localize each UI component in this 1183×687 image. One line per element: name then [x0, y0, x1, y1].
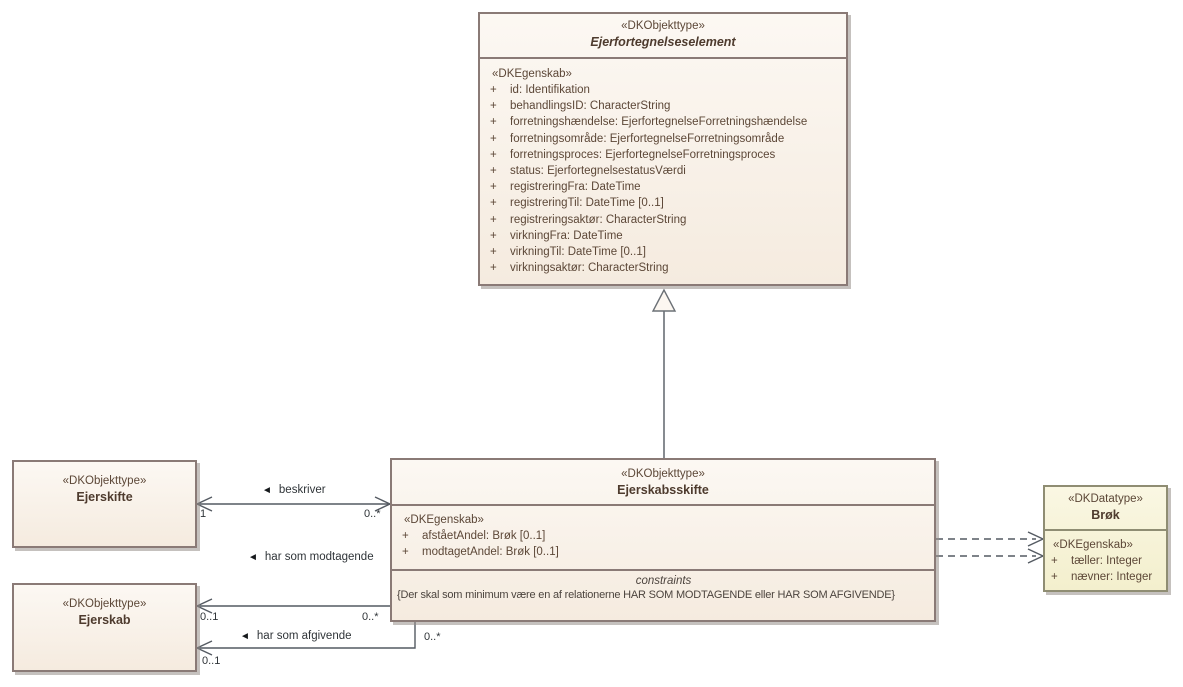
visibility-marker: + — [402, 530, 409, 542]
class-stereotype: «DKObjekttype» — [62, 475, 147, 487]
class-broek: «DKDatatype» Brøk «DKEgenskab» + tæller: … — [1043, 485, 1168, 592]
class-name: Ejerskifte — [76, 490, 133, 504]
visibility-marker: + — [490, 229, 497, 242]
multiplicity-beskriver-target: 0..* — [364, 508, 381, 520]
direction-arrow-icon: ◄ — [262, 485, 272, 496]
attribute-text: virkningFra: DateTime — [510, 229, 623, 242]
attribute-row: + forretningsområde: EjerfortegnelseForre… — [488, 131, 840, 147]
attribute-list: + afståetAndel: Brøk [0..1] + modtagetAndel… — [400, 528, 928, 560]
attribute-text: tæller: Integer — [1071, 555, 1142, 567]
attribute-text: forretningshændelse: EjerfortegnelseForr… — [510, 116, 808, 129]
attribute-row: + forretningshændelse: EjerfortegnelseFor… — [488, 114, 840, 130]
class-header: «DKObjekttype» Ejerfortegnelseselement — [480, 14, 846, 59]
generalization-arrow — [651, 288, 677, 458]
dependency-afstaaetandel-arrowhead — [1027, 531, 1045, 547]
class-header: «DKDatatype» Brøk — [1045, 487, 1166, 531]
visibility-marker: + — [490, 213, 497, 226]
visibility-marker: + — [1051, 571, 1058, 584]
attribute-row: + forretningsproces: EjerfortegnelseForre… — [488, 147, 840, 163]
visibility-marker: + — [490, 165, 497, 178]
visibility-marker: + — [490, 100, 497, 113]
visibility-marker: + — [490, 262, 497, 275]
class-ejerskab: «DKObjekttype» Ejerskab — [12, 583, 197, 672]
attribute-row: + id: Identifikation — [488, 82, 840, 98]
class-ejerskabsskifte: «DKObjekttype» Ejerskabsskifte «DKEgensk… — [390, 458, 936, 622]
multiplicity-modtagende-source: 0..1 — [200, 611, 219, 623]
class-name: Brøk — [1091, 508, 1120, 522]
attributes-compartment: «DKEgenskab» + id: Identifikation + behandl… — [480, 59, 846, 276]
attribute-row: + tæller: Integer — [1049, 553, 1164, 569]
attribute-stereotype: «DKEgenskab» — [492, 68, 572, 80]
association-label-text: har som afgivende — [256, 630, 352, 642]
attributes-compartment: «DKEgenskab» + tæller: Integer + nævner: In… — [1045, 531, 1166, 585]
class-name: Ejerfortegnelseselement — [590, 35, 736, 49]
class-header: «DKObjekttype» Ejerskifte — [14, 462, 195, 546]
constraints-compartment: constraints {Der skal som minimum være e… — [392, 569, 934, 618]
attribute-row: + virkningTil: DateTime [0..1] — [488, 244, 840, 260]
attribute-text: behandlingsID: CharacterString — [510, 100, 671, 113]
multiplicity-modtagende-target: 0..* — [362, 611, 379, 623]
constraints-title: constraints — [635, 575, 692, 587]
class-stereotype: «DKDatatype» — [1068, 493, 1143, 505]
association-beskriver-line — [195, 496, 392, 512]
visibility-marker: + — [402, 546, 409, 559]
class-stereotype: «DKObjekttype» — [621, 20, 705, 32]
visibility-marker: + — [490, 181, 497, 194]
visibility-marker: + — [490, 116, 497, 129]
attribute-text: forretningsproces: EjerfortegnelseForret… — [510, 148, 776, 161]
direction-arrow-icon: ◄ — [240, 631, 250, 642]
class-stereotype: «DKObjekttype» — [62, 598, 147, 610]
constraints-text: {Der skal som minimum være en af relatio… — [397, 589, 895, 601]
attribute-text: registreringsaktør: CharacterString — [510, 213, 687, 226]
multiplicity-afgivende-source: 0..1 — [202, 655, 221, 667]
attribute-text: virkningsaktør: CharacterString — [510, 262, 669, 275]
attribute-row: + nævner: Integer — [1049, 569, 1164, 585]
attribute-row: + virkningsaktør: CharacterString — [488, 260, 840, 276]
attribute-stereotype: «DKEgenskab» — [1053, 539, 1133, 551]
class-header: «DKObjekttype» Ejerskabsskifte — [392, 460, 934, 506]
attribute-text: forretningsområde: EjerfortegnelseForret… — [510, 132, 785, 145]
attribute-text: id: Identifikation — [510, 84, 590, 96]
class-header: «DKObjekttype» Ejerskab — [14, 585, 195, 670]
attribute-row: + virkningFra: DateTime — [488, 228, 840, 244]
attribute-row: + afståetAndel: Brøk [0..1] — [400, 528, 928, 544]
class-name: Ejerskab — [78, 613, 131, 627]
visibility-marker: + — [490, 246, 497, 259]
visibility-marker: + — [490, 84, 497, 96]
class-stereotype: «DKObjekttype» — [621, 468, 705, 480]
class-ejerfortegnelseselement: «DKObjekttype» Ejerfortegnelseselement «… — [478, 12, 848, 286]
attribute-row: + status: EjerfortegnelsestatusVærdi — [488, 163, 840, 179]
attribute-row: + registreringsaktør: CharacterString — [488, 212, 840, 228]
visibility-marker: + — [490, 132, 497, 145]
association-label-beskriver: ◄ beskriver — [262, 484, 326, 496]
attribute-stereotype: «DKEgenskab» — [404, 514, 484, 526]
attribute-text: registreringTil: DateTime [0..1] — [510, 197, 664, 210]
attribute-text: virkningTil: DateTime [0..1] — [510, 246, 646, 259]
attribute-text: status: EjerfortegnelsestatusVærdi — [510, 165, 686, 178]
visibility-marker: + — [1051, 555, 1058, 567]
class-ejerskifte: «DKObjekttype» Ejerskifte — [12, 460, 197, 548]
attribute-text: nævner: Integer — [1071, 571, 1153, 584]
multiplicity-afgivende-target: 0..* — [424, 631, 441, 643]
association-label-text: har som modtagende — [264, 551, 374, 563]
attribute-list: + tæller: Integer + nævner: Integer — [1049, 553, 1164, 585]
attribute-row: + registreringFra: DateTime — [488, 179, 840, 195]
attribute-row: + registreringTil: DateTime [0..1] — [488, 195, 840, 211]
attributes-compartment: «DKEgenskab» +afståetAndel: Brøk [0..1]+… — [392, 506, 934, 569]
class-name: Ejerskabsskifte — [617, 483, 709, 497]
attribute-text: afståetAndel: Brøk [0..1] — [422, 530, 546, 542]
multiplicity-beskriver-source: 1 — [200, 508, 207, 520]
association-label-har-som-afgivende: ◄ har som afgivende — [240, 630, 352, 642]
association-label-text: beskriver — [278, 484, 326, 496]
association-label-har-som-modtagende: ◄ har som modtagende — [248, 551, 374, 563]
attribute-row: + modtagetAndel: Brøk [0..1] — [400, 544, 928, 560]
attribute-list: + id: Identifikation + behandlingsID: Chara… — [488, 82, 840, 276]
visibility-marker: + — [490, 197, 497, 210]
attribute-text: modtagetAndel: Brøk [0..1] — [422, 546, 559, 559]
direction-arrow-icon: ◄ — [248, 552, 258, 563]
visibility-marker: + — [490, 148, 497, 161]
attribute-text: registreringFra: DateTime — [510, 181, 641, 194]
dependency-modtagetandel-arrowhead — [1027, 548, 1045, 564]
attribute-row: + behandlingsID: CharacterString — [488, 98, 840, 114]
